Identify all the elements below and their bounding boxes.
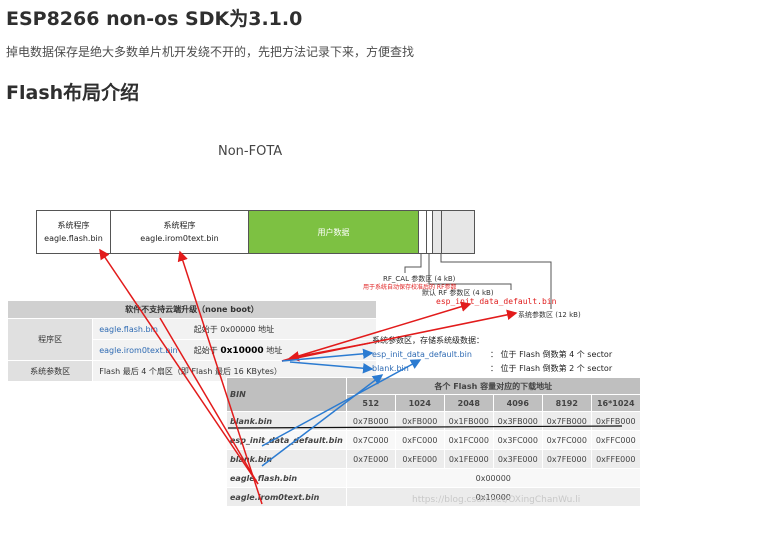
- row-addr: 0x10000: [220, 345, 264, 356]
- segment-label: 用户数据: [317, 227, 350, 237]
- addr-cell: 0x7E000: [345, 449, 396, 469]
- sys-area-note: 系统参数区，存储系统级数据： esp_init_data_default.bin…: [372, 334, 612, 376]
- file-link[interactable]: eagle.irom0text.bin: [99, 345, 178, 355]
- file-link[interactable]: eagle.flash.bin: [99, 324, 158, 334]
- segment-eagle-irom0text: 系统程序 eagle.irom0text.bin: [111, 211, 249, 253]
- row-desc-suffix: 地址: [263, 345, 283, 355]
- segment-user-data: 用户数据: [249, 211, 419, 253]
- annot-rf-default-file: esp_init_data_default.bin: [436, 297, 557, 306]
- table-row: eagle.irom0text.bin 0x10000: [226, 487, 641, 507]
- addr-cell: 0x3FE000: [492, 449, 543, 469]
- addr-cell: 0xFFE000: [590, 449, 641, 469]
- sys-area-item: blank.bin ： 位于 Flash 倒数第 2 个 sector: [372, 362, 612, 376]
- address-table: BIN 各个 Flash 容量对应的下载地址 512 1024 2048 409…: [226, 377, 641, 507]
- size-header: 512: [345, 394, 396, 412]
- section-heading: Flash布局介绍: [6, 82, 140, 104]
- addr-cell: 0x7FE000: [541, 449, 592, 469]
- size-header: 1024: [394, 394, 445, 412]
- figure-title: Non-FOTA: [218, 144, 283, 159]
- segment-label: 系统程序: [57, 221, 90, 230]
- sys-area-heading: 系统参数区，存储系统级数据：: [372, 336, 484, 345]
- sys-area-item: esp_init_data_default.bin ： 位于 Flash 倒数第 …: [372, 348, 612, 362]
- table-row: blank.bin 0x7B000 0xFB000 0x1FB000 0x3FB…: [226, 411, 641, 431]
- row-label-program: 程序区: [6, 318, 94, 361]
- sys-area-desc: ： 位于 Flash 倒数第 4 个 sector: [490, 350, 613, 359]
- flash-memory-map: 系统程序 eagle.flash.bin 系统程序 eagle.irom0tex…: [36, 210, 475, 254]
- upgrade-table-header: 软件不支持云端升级（none boot）: [7, 300, 377, 319]
- table-row: blank.bin 0x7E000 0xFE000 0x1FE000 0x3FE…: [226, 449, 641, 469]
- group-header: 各个 Flash 容量对应的下载地址: [345, 377, 641, 395]
- file-link[interactable]: blank.bin: [372, 364, 409, 373]
- segment-sys-param: [442, 211, 474, 253]
- bin-header: BIN: [226, 377, 347, 412]
- addr-cell-merged: 0x10000: [345, 487, 641, 507]
- row-desc: 起始于: [193, 345, 221, 355]
- sys-area-desc: ： 位于 Flash 倒数第 2 个 sector: [490, 364, 613, 373]
- row-label-sys-param: 系统参数区: [6, 360, 94, 382]
- annot-sys-param: 系统参数区 (12 kB): [518, 311, 581, 319]
- row-desc: 起始于 0x00000 地址: [193, 324, 275, 334]
- addr-cell: 0x1FC000: [443, 430, 494, 450]
- segment-file: eagle.flash.bin: [44, 234, 103, 243]
- article-intro: 掉电数据保存是绝大多数单片机开发绕不开的，先把方法记录下来，方便查找: [6, 45, 415, 59]
- annot-rf-default: 默认 RF 参数区 (4 kB): [422, 289, 494, 297]
- annot-rf-cal: RF_CAL 参数区 (4 kB): [383, 275, 456, 283]
- segment-rf-default: [427, 211, 433, 253]
- article-title: ESP8266 non-os SDK为3.1.0: [6, 8, 303, 30]
- size-header: 4096: [492, 394, 543, 412]
- size-header: 16*1024: [590, 394, 641, 412]
- bin-name: eagle.irom0text.bin: [226, 487, 347, 507]
- segment-rf-cal: [419, 211, 427, 253]
- bin-name: blank.bin: [226, 449, 347, 469]
- segment-file: eagle.irom0text.bin: [140, 234, 219, 243]
- addr-cell: 0x1FE000: [443, 449, 494, 469]
- segment-label: 系统程序: [163, 221, 196, 230]
- file-link[interactable]: esp_init_data_default.bin: [372, 350, 472, 359]
- watermark: https://blog.csdn.net/OXingChanWu.li: [412, 495, 581, 505]
- segment-eagle-flash: 系统程序 eagle.flash.bin: [37, 211, 111, 253]
- annot-rf-cal-note: 用于系统自动保存校准后的 RF参数: [363, 284, 457, 291]
- segment-reserved: [433, 211, 442, 253]
